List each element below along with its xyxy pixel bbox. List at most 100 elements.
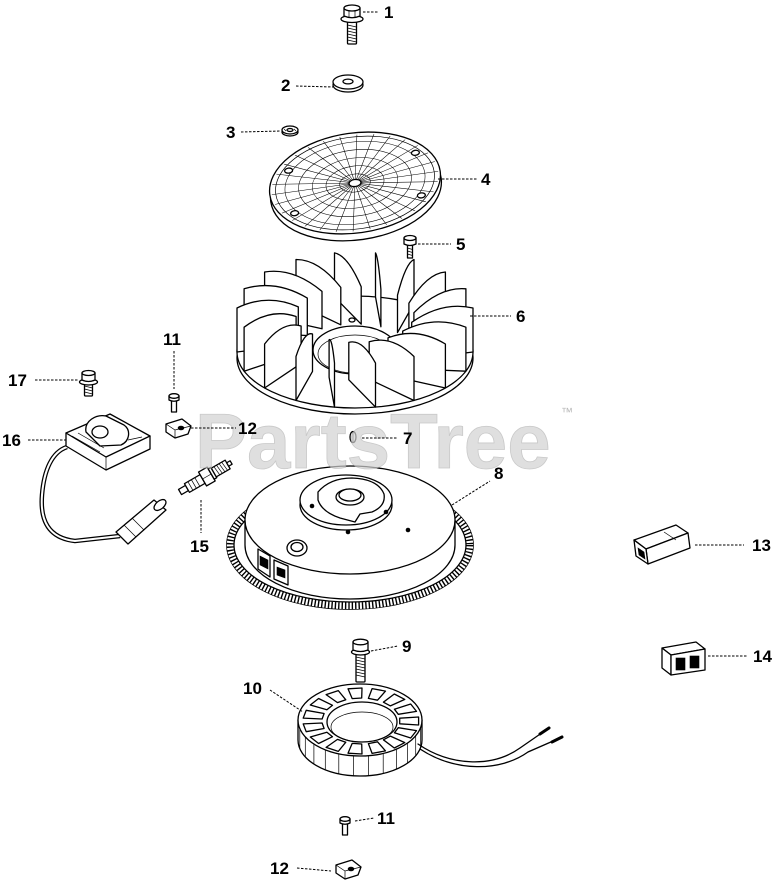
winding — [382, 735, 406, 749]
fan-blade — [374, 252, 382, 328]
nut — [281, 125, 299, 137]
leader-line — [451, 480, 491, 506]
callout-number: 3 — [226, 123, 235, 142]
winding — [382, 693, 406, 707]
callout-11-upper: 11 — [163, 330, 181, 389]
callout-12-lower: 12 — [270, 859, 332, 878]
callout-15: 15 — [190, 500, 209, 556]
callout-4: 4 — [438, 170, 491, 189]
callout-number: 7 — [403, 429, 412, 448]
winding — [347, 687, 363, 700]
callout-number: 15 — [190, 537, 209, 556]
callout-number: 17 — [8, 371, 27, 390]
winding — [367, 687, 387, 701]
ignition-coil — [39, 413, 167, 545]
callout-number: 11 — [163, 330, 181, 349]
mesh-ring — [325, 165, 385, 201]
callout-number: 11 — [377, 809, 395, 828]
winding — [309, 731, 334, 745]
watermark-text: PartsTree — [195, 397, 551, 485]
callout-number: 2 — [281, 76, 290, 95]
callout-number: 12 — [270, 859, 289, 878]
bolt — [350, 638, 371, 683]
callout-number: 16 — [2, 431, 21, 450]
fan-blade — [295, 333, 314, 402]
mesh-ring — [312, 157, 398, 209]
winding — [302, 709, 325, 720]
callout-number: 14 — [753, 647, 772, 666]
callout-16: 16 — [2, 431, 68, 450]
debris-screen — [268, 131, 443, 242]
callout-5: 5 — [418, 235, 465, 254]
leader-line — [296, 867, 332, 872]
callout-17: 17 — [8, 371, 79, 390]
trademark-symbol: ™ — [561, 405, 573, 419]
screw — [168, 393, 180, 413]
screw — [403, 234, 417, 259]
screw — [339, 816, 351, 836]
fan-blade — [263, 324, 302, 389]
winding — [393, 727, 418, 739]
winding — [399, 716, 420, 726]
mesh-ring — [298, 149, 412, 217]
callout-11-lower: 11 — [354, 809, 395, 828]
flywheel-key — [349, 430, 357, 444]
callout-number: 13 — [752, 536, 771, 555]
washer — [332, 74, 364, 93]
callout-10: 10 — [243, 679, 304, 713]
fan-blade — [396, 258, 415, 334]
callout-9: 9 — [370, 637, 411, 656]
winding — [393, 703, 418, 715]
clip — [165, 418, 192, 439]
callout-8: 8 — [451, 464, 503, 506]
mesh-ring — [284, 140, 426, 226]
stator — [297, 683, 564, 777]
callout-6: 6 — [470, 307, 525, 326]
callout-number: 5 — [456, 235, 465, 254]
clip — [335, 859, 362, 880]
winding — [367, 741, 387, 755]
spark-plug — [177, 459, 233, 496]
winding — [325, 738, 347, 753]
wire-connector — [633, 524, 691, 565]
mesh-ring — [339, 173, 371, 193]
callout-number: 9 — [402, 637, 411, 656]
winding — [347, 742, 363, 755]
callout-number: 1 — [384, 3, 393, 22]
cooling-fan — [236, 252, 474, 415]
watermark: PartsTree ™ — [195, 397, 573, 486]
callout-number: 10 — [243, 679, 262, 698]
plug-connector — [661, 641, 706, 676]
callout-2: 2 — [281, 76, 334, 95]
winding — [325, 689, 347, 704]
bolt — [340, 4, 364, 45]
callout-number: 8 — [494, 464, 503, 483]
leader-line — [354, 817, 375, 822]
callout-1: 1 — [363, 3, 393, 22]
callout-14: 14 — [708, 647, 772, 666]
fan-blade — [333, 252, 362, 325]
winding — [302, 722, 325, 733]
flywheel — [226, 465, 474, 610]
fan-blades — [236, 252, 474, 408]
callout-number: 12 — [238, 419, 257, 438]
magnet — [257, 539, 308, 586]
leader-line — [269, 689, 304, 713]
screen-mesh — [269, 132, 441, 234]
bolt — [78, 369, 99, 397]
stator-windings — [299, 687, 421, 776]
fan-blade — [328, 338, 336, 408]
callout-number: 6 — [516, 307, 525, 326]
fan-blade — [368, 339, 415, 402]
callout-number: 4 — [481, 170, 491, 189]
winding — [309, 697, 334, 711]
callout-3: 3 — [226, 123, 282, 142]
callout-12-upper: 12 — [191, 419, 257, 438]
leader-line — [370, 645, 399, 652]
callout-13: 13 — [695, 536, 771, 555]
fan-blade — [348, 341, 377, 408]
callout-7: 7 — [362, 429, 412, 448]
leader-line — [295, 85, 334, 88]
